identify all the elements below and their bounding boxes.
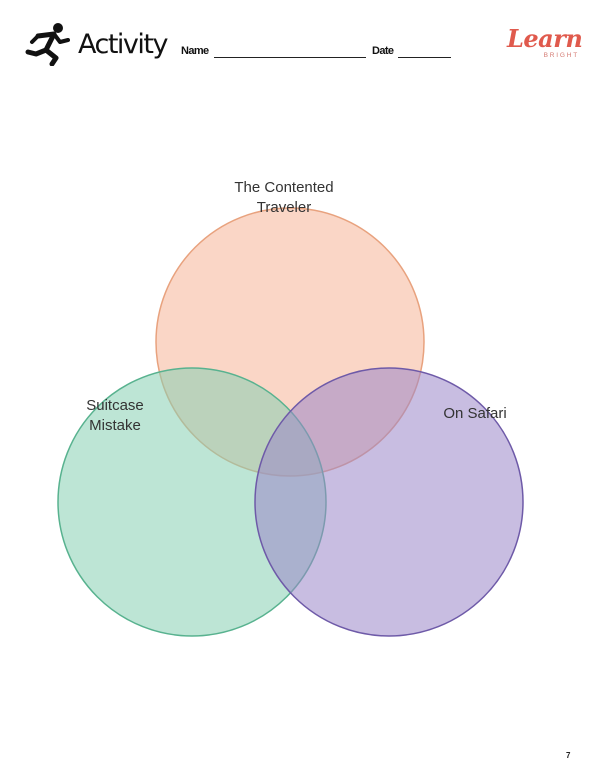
learn-bright-logo: Learn BRIGHT <box>507 24 583 67</box>
date-input-line[interactable] <box>398 57 451 58</box>
page-header: Activity Name Date Learn BRIGHT <box>0 0 600 80</box>
label-suitcase-mistake: Suitcase Mistake <box>70 396 160 436</box>
page-number: 7 <box>566 751 571 760</box>
label-line: Traveler <box>256 199 312 216</box>
label-line: Mistake <box>89 417 141 434</box>
logo-subtext: BRIGHT <box>543 52 579 59</box>
runner-icon <box>25 23 70 66</box>
date-label: Date <box>372 45 394 57</box>
name-input-line[interactable] <box>214 57 366 58</box>
label-line: On Safari <box>443 405 507 422</box>
label-contented-traveler: The Contented Traveler <box>214 178 354 218</box>
activity-title: Activity <box>78 29 168 60</box>
label-on-safari: On Safari <box>425 404 525 424</box>
logo-wordmark: Learn <box>507 24 583 53</box>
name-label: Name <box>181 45 209 57</box>
label-line: The Contented <box>234 179 334 196</box>
label-line: Suitcase <box>86 397 144 414</box>
circle-on-safari <box>254 367 524 637</box>
